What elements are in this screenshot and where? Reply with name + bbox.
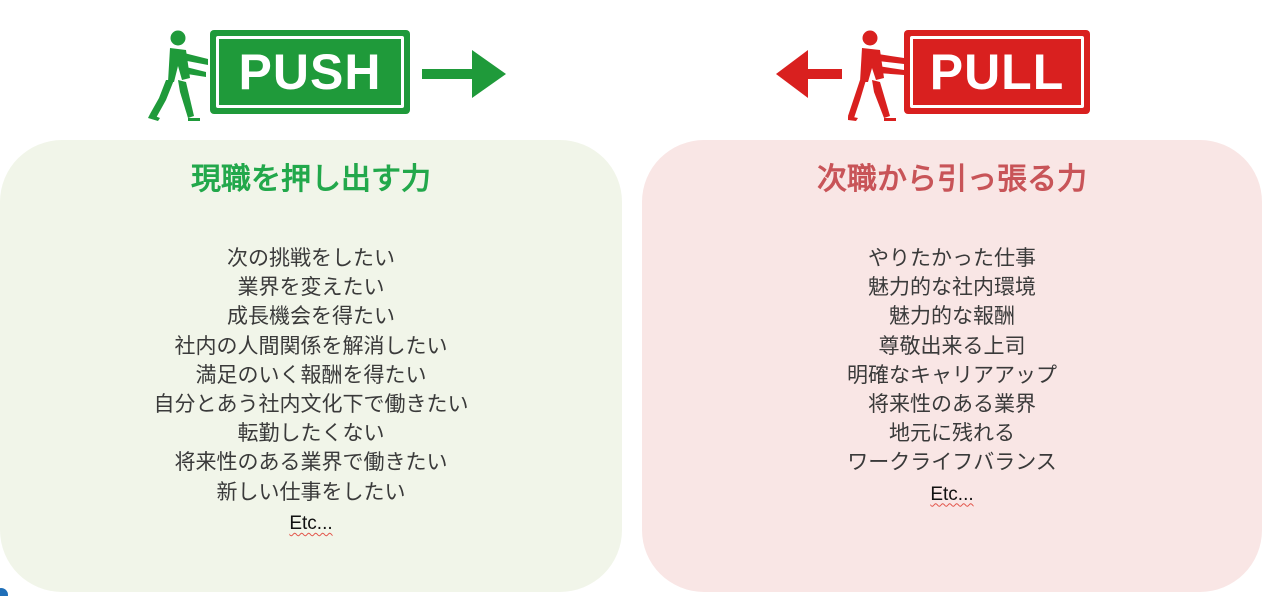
push-reason-item: 次の挑戦をしたい: [227, 246, 395, 270]
push-sign-text: PUSH: [238, 44, 382, 100]
pull-sign-plate: PULL: [904, 30, 1090, 114]
pull-sign: PULL: [776, 26, 1096, 122]
push-reason-item: 自分とあう社内文化下で働きたい: [153, 392, 469, 417]
pull-reason-item: 地元に残れる: [889, 421, 1015, 446]
pull-reason-item: 明確なキャリアアップ: [847, 362, 1057, 387]
arrow-right-icon: [422, 50, 506, 98]
pull-panel-title: 次職から引っ張る力: [817, 162, 1087, 197]
person-pushing-icon: [148, 30, 208, 121]
push-sign: PUSH: [148, 26, 508, 122]
push-reason-item: 成長機会を得たい: [227, 304, 395, 329]
pull-reason-item: やりたかった仕事: [868, 246, 1036, 270]
push-reason-item: 満足のいく報酬を得たい: [195, 362, 427, 387]
pull-reason-item: ワークライフバランス: [847, 450, 1057, 475]
push-reason-item: 社内の人間関係を解消したい: [174, 333, 448, 358]
person-pulling-icon: [848, 30, 904, 121]
push-panel: 現職を押し出す力 次の挑戦をしたい 業界を変えたい 成長機会を得たい 社内の人間…: [0, 140, 622, 592]
pull-sign-text: PULL: [929, 44, 1065, 100]
pull-reason-item: 魅力的な報酬: [889, 304, 1015, 329]
pull-reason-list: やりたかった仕事 魅力的な社内環境 魅力的な報酬 尊敬出来る上司 明確なキャリア…: [642, 244, 1262, 478]
pull-reason-item: 尊敬出来る上司: [878, 333, 1026, 358]
push-reason-item: 転勤したくない: [237, 421, 385, 446]
push-reason-item: 将来性のある業界で働きたい: [174, 450, 448, 475]
arrow-left-icon: [776, 50, 842, 98]
pull-reason-item: 将来性のある業界: [868, 392, 1036, 417]
pull-etc: Etc...: [930, 483, 974, 505]
push-panel-title: 現職を押し出す力: [191, 162, 431, 197]
pull-reason-item: 魅力的な社内環境: [868, 275, 1036, 300]
corner-dot-icon: [0, 588, 8, 596]
push-etc: Etc...: [289, 512, 333, 534]
push-reason-list: 次の挑戦をしたい 業界を変えたい 成長機会を得たい 社内の人間関係を解消したい …: [0, 244, 622, 507]
push-reason-item: 業界を変えたい: [237, 275, 385, 300]
pull-panel: 次職から引っ張る力 やりたかった仕事 魅力的な社内環境 魅力的な報酬 尊敬出来る…: [642, 140, 1262, 592]
push-sign-plate: PUSH: [210, 30, 410, 114]
push-reason-item: 新しい仕事をしたい: [216, 479, 406, 504]
